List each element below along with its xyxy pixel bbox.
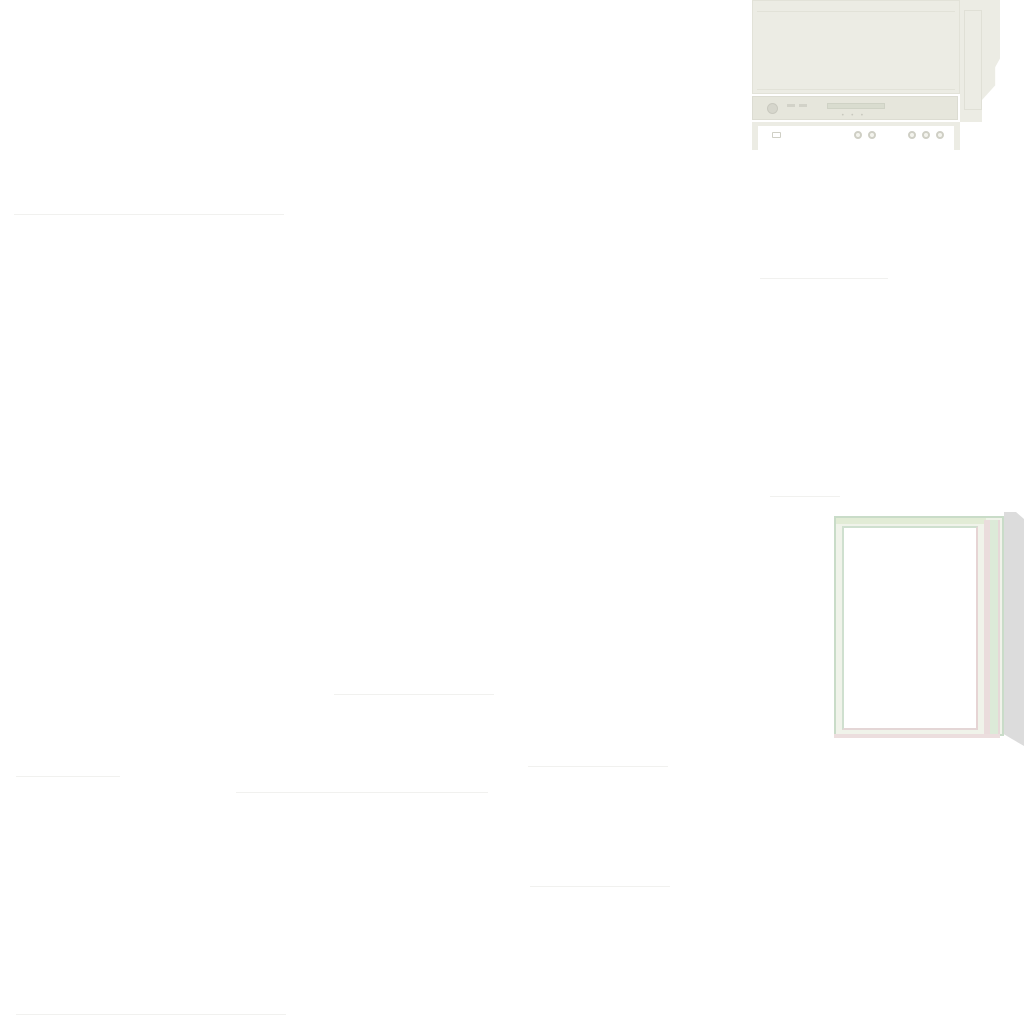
smudge xyxy=(14,214,284,215)
audio-device: ••• xyxy=(752,0,1002,150)
smudge xyxy=(770,496,840,497)
device-front-panel: ••• xyxy=(752,96,958,120)
frame-bottom-edge xyxy=(834,734,1000,738)
folder-icon xyxy=(772,132,781,138)
smudge xyxy=(16,1014,286,1015)
jack-icon xyxy=(854,131,862,139)
frame-edge xyxy=(990,520,1000,734)
smudge xyxy=(334,694,494,695)
display-dots: ••• xyxy=(841,112,870,119)
smudge xyxy=(528,766,668,767)
jack-icon xyxy=(936,131,944,139)
frame-shadow xyxy=(1004,512,1024,746)
device-base-bar xyxy=(752,122,960,126)
smudge xyxy=(236,792,488,793)
device-groove xyxy=(964,10,982,110)
device-side xyxy=(960,0,1000,122)
button-icon xyxy=(787,104,795,107)
device-base xyxy=(752,122,960,150)
device-line xyxy=(757,89,955,90)
knob-icon xyxy=(767,103,778,114)
smudge xyxy=(16,776,120,777)
device-line xyxy=(757,11,955,12)
frame-edge xyxy=(984,520,990,734)
display-icon xyxy=(827,103,885,109)
jack-icon xyxy=(922,131,930,139)
smudge xyxy=(760,278,888,279)
smudge xyxy=(530,886,670,887)
frame-inner xyxy=(842,526,978,730)
jack-icon xyxy=(868,131,876,139)
jack-icon xyxy=(908,131,916,139)
empty-picture-frame xyxy=(834,512,1024,746)
device-top xyxy=(752,0,960,94)
frame-top-strip xyxy=(836,518,986,524)
button-icon xyxy=(799,104,807,107)
